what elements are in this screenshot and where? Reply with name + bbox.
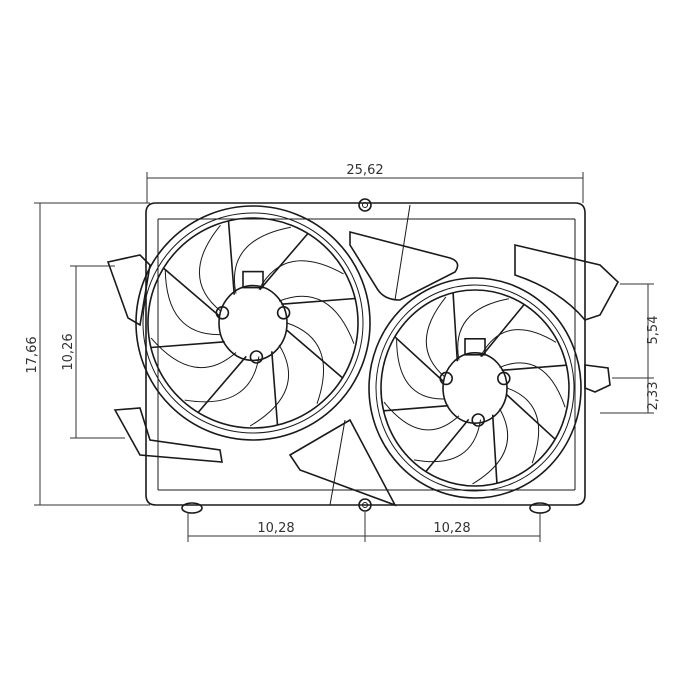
guard-spoke [197,355,247,414]
fan-blade [286,322,325,404]
guard-spoke [285,329,344,379]
motor-mount-tab [471,413,486,427]
dim-right-upper: 5,54 [646,316,661,345]
dimension-lines [34,172,654,542]
fan-blade [150,337,237,368]
motor-mount-tab [276,305,291,320]
fan-blade [506,387,540,464]
guard-spokes [383,292,567,484]
motor-hub [442,351,508,424]
motor-mount-tab [439,371,454,386]
dim-bottom-left: 10,28 [257,521,294,536]
fan-blades [150,224,355,427]
guard-spoke [281,297,356,306]
guard-spoke [491,414,498,484]
fan-blade [425,296,447,378]
dim-overall-height: 17,66 [25,336,40,373]
fan-blade [199,224,222,312]
connector [242,270,264,289]
motor-hub [218,284,288,362]
guard-spoke [383,404,449,412]
fan-blade [249,344,289,427]
guard-spoke [480,303,525,358]
guard-spoke [259,232,309,291]
dim-bottom-right: 10,28 [433,521,470,536]
shroud-frame [106,202,619,507]
guard-spoke [227,220,236,295]
fan-blade [457,298,509,361]
guard-spoke [501,364,567,372]
dim-overall-width: 25,62 [346,163,383,178]
motor-mount-tab [249,350,264,364]
guard-spoke [394,336,445,383]
fan-blade [278,295,355,344]
fan-blade [234,226,291,294]
guard-spoke [150,340,225,349]
motor-mount-tab [496,371,511,386]
right-fan [368,277,582,499]
guard-spoke [162,267,221,317]
fan-blade [258,260,344,290]
fan-blade [413,419,482,463]
fan-blade [164,269,222,336]
guard-spoke [505,393,556,440]
connector [464,337,486,356]
guard-spoke [270,351,279,426]
fan-blades [383,296,566,485]
guard-spokes [150,220,356,426]
fan-blade [396,337,445,400]
dim-right-lower: 2,33 [646,382,661,411]
guard-spoke [425,418,470,473]
left-fan [135,205,371,441]
motor-mount-tab [215,305,230,320]
fan-blade [184,356,260,403]
dim-mount-height: 10,26 [61,333,76,370]
guard-spoke [452,292,459,362]
fan-blade [472,408,509,485]
